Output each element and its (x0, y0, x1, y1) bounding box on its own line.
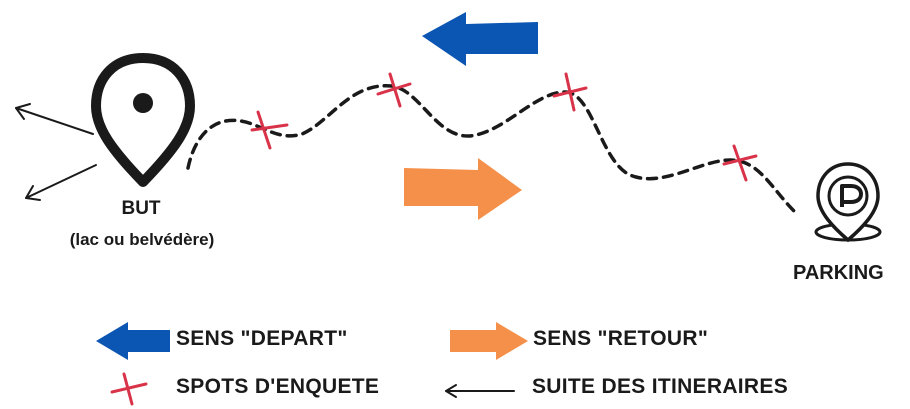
retour-direction-arrow (404, 158, 522, 220)
map-pin-icon (91, 53, 195, 187)
legend-depart-label: SENS "DEPART" (176, 327, 348, 350)
depart-direction-arrow (422, 12, 538, 66)
spot-marker-2 (376, 72, 412, 108)
legend-retour-label: SENS "RETOUR" (533, 327, 709, 350)
spot-marker-4 (722, 144, 758, 182)
goal-detail-label: (lac ou belvédère) (69, 230, 215, 249)
legend-spots-label: SPOTS D'ENQUETE (176, 375, 380, 398)
parking-label: PARKING (793, 262, 884, 284)
legend-depart-arrow-icon (96, 322, 170, 360)
legend-retour-arrow-icon (450, 322, 528, 360)
legend-itineraries-label: SUITE DES ITINERAIRES (532, 375, 789, 398)
legend-thin-arrow-icon (445, 384, 515, 398)
trail-path (186, 84, 799, 216)
goal-label: BUT (121, 198, 161, 219)
spot-marker-3 (552, 72, 588, 112)
continuation-arrow-upper (15, 103, 94, 135)
continuation-arrow-lower (25, 164, 97, 201)
parking-pin-icon (814, 162, 882, 243)
spot-marker-1 (250, 110, 289, 150)
legend-cross-mark-icon (110, 372, 148, 406)
